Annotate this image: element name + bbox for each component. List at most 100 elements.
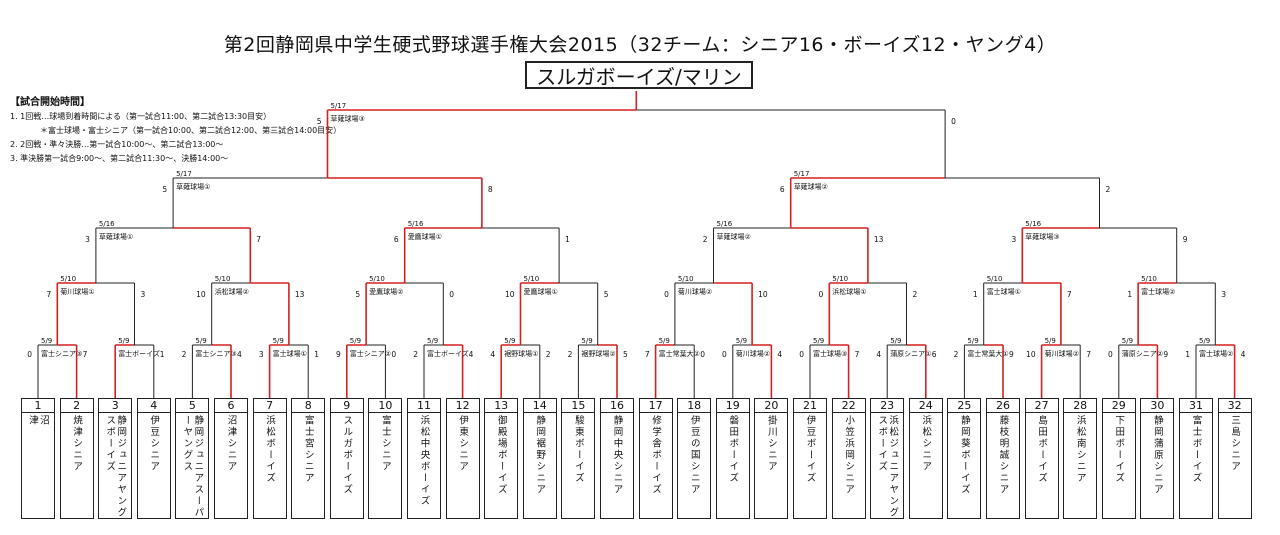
team-name: 駿東ボーイズ — [572, 415, 584, 484]
team-name: 藤枝明誠シニア — [997, 415, 1009, 496]
match-date: 5/16 — [1025, 220, 1041, 228]
match-date: 5/10 — [369, 275, 385, 283]
match-venue: 富士シニア③ — [41, 349, 82, 358]
match-date: 5/17 — [331, 102, 347, 110]
match-date: 5/16 — [99, 220, 115, 228]
team-number: 11 — [408, 399, 440, 413]
team-box-11: 11 浜松中央ボーイズ — [407, 398, 441, 519]
score: 4 — [1241, 350, 1246, 359]
score: 6 — [394, 235, 399, 244]
team-number: 9 — [330, 399, 363, 413]
score: 3 — [85, 235, 90, 244]
team-number: 21 — [794, 399, 826, 413]
team-box-9: 9 スルガボーイズ — [329, 398, 364, 519]
match-venue: 草薙球場① — [176, 182, 210, 191]
score: 2 — [1106, 185, 1111, 194]
team-name: 小笠浜岡シニア — [843, 415, 855, 496]
team-number: 24 — [909, 399, 942, 413]
score: 10 — [505, 290, 515, 299]
match-date: 5/10 — [524, 275, 540, 283]
score: 2 — [182, 350, 187, 359]
match-venue: 草薙球場③ — [331, 114, 365, 123]
team-name: 富士ボーイズ — [1190, 415, 1202, 484]
team-name: 富士宮シニア — [302, 415, 314, 484]
match-venue: 草薙球場② — [794, 182, 828, 191]
team-number: 4 — [137, 399, 170, 413]
team-name: 富士シニア — [379, 415, 391, 473]
match-date: 5/9 — [967, 337, 978, 345]
score: 0 — [819, 290, 824, 299]
match-date: 5/9 — [41, 337, 52, 345]
match-date: 5/9 — [1045, 337, 1056, 345]
team-name: 沼津シニア — [225, 415, 237, 473]
team-name: 沼 津 — [27, 415, 49, 519]
score: 10 — [1026, 350, 1036, 359]
match-venue: 富士常葉大② — [659, 349, 700, 358]
team-number: 27 — [1025, 399, 1058, 413]
match-venue: 菊川球場① — [60, 287, 94, 296]
score: 13 — [874, 235, 884, 244]
score: 7 — [1086, 350, 1091, 359]
team-name: 静岡蒲原シニア — [1151, 415, 1163, 496]
match-date: 5/10 — [832, 275, 848, 283]
team-number: 12 — [446, 399, 479, 413]
match-date: 5/17 — [176, 170, 192, 178]
team-box-21: 21 伊豆ボーイズ — [793, 398, 827, 519]
match-date: 5/9 — [195, 337, 206, 345]
team-box-1: 1 沼 津 — [21, 398, 55, 519]
start-time-notes: 【試合開始時間】 1. 1回戦…球場到着時間による（第一試合11:00、第二試合… — [10, 96, 341, 166]
team-name: 浜松中央ボーイズ — [418, 415, 430, 507]
score: 3 — [141, 290, 146, 299]
team-name: 静岡中央シニア — [611, 415, 623, 496]
score: 10 — [196, 290, 206, 299]
team-name: 静岡ジュニアスーパーヤングス — [181, 415, 204, 519]
team-number: 6 — [215, 399, 247, 413]
score: 0 — [799, 350, 804, 359]
match-date: 5/9 — [736, 337, 747, 345]
match-venue: 浜松球場① — [832, 287, 866, 296]
score: 6 — [780, 185, 785, 194]
match-date: 5/9 — [273, 337, 284, 345]
match-venue: 富士常葉大① — [967, 349, 1008, 358]
match-venue: 浜松球場② — [215, 287, 249, 296]
score: 9 — [336, 350, 341, 359]
team-name: スルガボーイズ — [341, 415, 353, 496]
match-date: 5/9 — [118, 337, 129, 345]
match-venue: 富士シニア③ — [195, 349, 236, 358]
score: 5 — [162, 185, 167, 194]
team-name: 磐田ボーイズ — [727, 415, 739, 484]
team-number: 2 — [60, 399, 93, 413]
team-name: 浜松ジュニアヤングスボーイズ — [876, 415, 899, 519]
match-venue: 裾野球場② — [581, 349, 615, 358]
team-number: 14 — [523, 399, 556, 413]
team-name: 伊東シニア — [457, 415, 469, 473]
notes-line: 3. 準決勝第一試合9:00〜、第二試合11:30〜、決勝14:00〜 — [10, 154, 229, 163]
score: 3 — [1221, 290, 1226, 299]
score: 5 — [623, 350, 628, 359]
match-venue: 愛鷹球場① — [408, 232, 442, 241]
team-number: 16 — [601, 399, 633, 413]
score: 2 — [546, 350, 551, 359]
match-venue: 菊川球場② — [736, 349, 770, 358]
score: 6 — [932, 350, 937, 359]
notes-heading: 【試合開始時間】 — [10, 97, 90, 108]
team-name: 伊豆ボーイズ — [804, 415, 816, 484]
match-date: 5/9 — [504, 337, 515, 345]
score: 4 — [469, 350, 474, 359]
team-number: 1 — [22, 399, 54, 413]
score: 8 — [488, 185, 493, 194]
team-name: 浜松ボーイズ — [264, 415, 276, 484]
score: 0 — [449, 290, 454, 299]
team-name: 焼津シニア — [71, 415, 83, 473]
